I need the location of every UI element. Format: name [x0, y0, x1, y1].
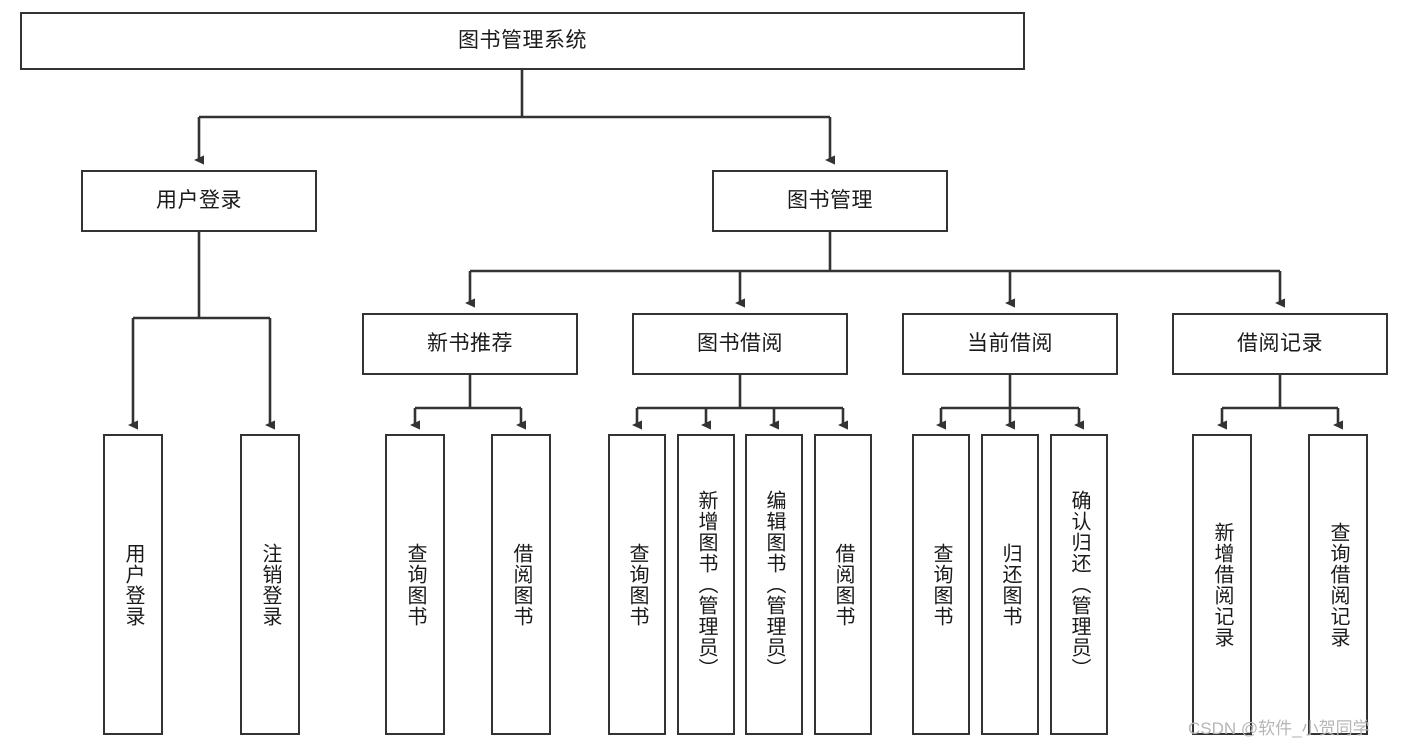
- node-borrow-record-label: 借阅记录: [1237, 332, 1323, 356]
- node-leaf-borrow-book-1[interactable]: 借阅图书: [491, 434, 551, 735]
- node-leaf-add-borrow-record[interactable]: 新增借阅记录: [1192, 434, 1252, 735]
- node-leaf-borrow-book-2[interactable]: 借阅图书: [814, 434, 872, 735]
- node-new-book-recommend[interactable]: 新书推荐: [362, 313, 578, 375]
- node-current-borrow[interactable]: 当前借阅: [902, 313, 1118, 375]
- node-leaf-query-book-2-label: 查询图书: [626, 542, 648, 627]
- node-leaf-query-book-2[interactable]: 查询图书: [608, 434, 666, 735]
- node-leaf-user-login[interactable]: 用户登录: [103, 434, 163, 735]
- node-leaf-confirm-return-admin-label: 确认归还（管理员）: [1068, 490, 1090, 679]
- node-new-book-recommend-label: 新书推荐: [427, 332, 513, 356]
- node-leaf-query-book-1[interactable]: 查询图书: [385, 434, 445, 735]
- node-leaf-query-book-3[interactable]: 查询图书: [912, 434, 970, 735]
- node-leaf-query-book-1-label: 查询图书: [404, 542, 426, 627]
- node-leaf-logout-login-label: 注销登录: [259, 542, 281, 627]
- node-leaf-add-book-admin[interactable]: 新增图书（管理员）: [677, 434, 735, 735]
- node-leaf-return-book[interactable]: 归还图书: [981, 434, 1039, 735]
- node-leaf-return-book-label: 归还图书: [999, 542, 1021, 627]
- node-leaf-query-book-3-label: 查询图书: [930, 542, 952, 627]
- node-leaf-query-borrow-record[interactable]: 查询借阅记录: [1308, 434, 1368, 735]
- node-root[interactable]: 图书管理系统: [20, 12, 1025, 70]
- node-user-login-label: 用户登录: [156, 189, 242, 213]
- node-leaf-edit-book-admin[interactable]: 编辑图书（管理员）: [745, 434, 803, 735]
- node-leaf-add-book-admin-label: 新增图书（管理员）: [695, 490, 717, 679]
- node-leaf-user-login-label: 用户登录: [122, 542, 144, 627]
- node-leaf-edit-book-admin-label: 编辑图书（管理员）: [763, 490, 785, 679]
- node-leaf-query-borrow-record-label: 查询借阅记录: [1327, 521, 1349, 648]
- node-leaf-add-borrow-record-label: 新增借阅记录: [1211, 521, 1233, 648]
- node-book-management-label: 图书管理: [787, 189, 873, 213]
- node-leaf-confirm-return-admin[interactable]: 确认归还（管理员）: [1050, 434, 1108, 735]
- csdn-watermark: CSDN @软件_小贺同学: [1188, 719, 1370, 738]
- node-book-borrow-label: 图书借阅: [697, 332, 783, 356]
- node-leaf-borrow-book-1-label: 借阅图书: [510, 542, 532, 627]
- node-borrow-record[interactable]: 借阅记录: [1172, 313, 1388, 375]
- node-book-management[interactable]: 图书管理: [712, 170, 948, 232]
- node-root-label: 图书管理系统: [458, 29, 587, 53]
- node-leaf-borrow-book-2-label: 借阅图书: [832, 542, 854, 627]
- node-book-borrow[interactable]: 图书借阅: [632, 313, 848, 375]
- node-current-borrow-label: 当前借阅: [967, 332, 1053, 356]
- node-user-login[interactable]: 用户登录: [81, 170, 317, 232]
- node-leaf-logout-login[interactable]: 注销登录: [240, 434, 300, 735]
